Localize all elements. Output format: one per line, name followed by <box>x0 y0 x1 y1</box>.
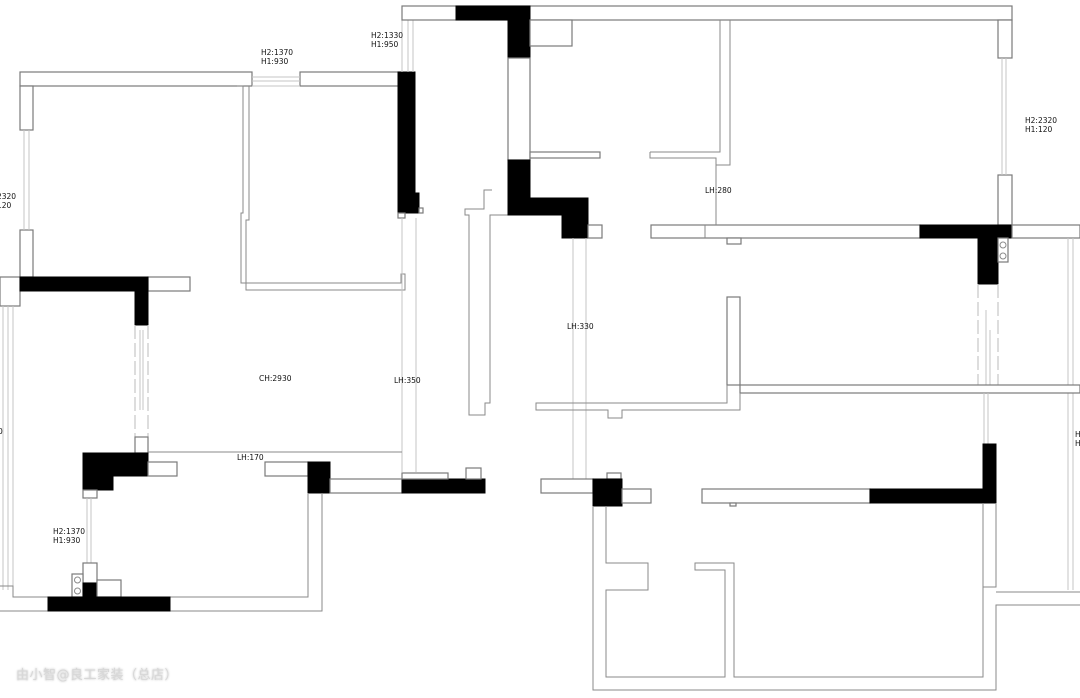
label-right-edge-b: H <box>1075 439 1080 448</box>
dimension-labels: H2:1370 H1:930 H2:1330 H1:950 H2:2320 H1… <box>0 31 1080 545</box>
label-top-window-h1: H1:930 <box>261 57 288 66</box>
label-left-window-h1: H1:120 <box>0 201 11 210</box>
left-unit-walls <box>0 71 424 326</box>
bottom-right-rooms <box>540 443 1080 691</box>
label-lh-170: LH:170 <box>237 453 264 462</box>
corridor <box>148 20 508 472</box>
label-bl-window-h2: H2:1370 <box>53 527 85 536</box>
label-bl-window-h1: H1:930 <box>53 536 80 545</box>
label-door-window-h2: H2:1330 <box>371 31 403 40</box>
watermark: 由小智@良工家装（总店） <box>16 668 179 683</box>
label-left-window-h2: H2:2320 <box>0 192 16 201</box>
label-ceiling-height: CH:2930 <box>259 374 292 383</box>
label-top-window-h2: H2:1370 <box>261 48 293 57</box>
bottom-left-room <box>0 452 486 612</box>
label-right-window-h2: H2:2320 <box>1025 116 1057 125</box>
label-right-edge-a: H <box>1075 430 1080 439</box>
right-unit-walls <box>401 5 1080 590</box>
label-lh-350: LH:350 <box>394 376 421 385</box>
left-unit-windows <box>2 76 300 590</box>
label-lh-330: LH:330 <box>567 322 594 331</box>
label-right-window-h1: H1:120 <box>1025 125 1052 134</box>
label-lh-280: LH:280 <box>705 186 732 195</box>
label-door-window-h1: H1:950 <box>371 40 398 49</box>
label-left-edge: 0 <box>0 427 3 436</box>
